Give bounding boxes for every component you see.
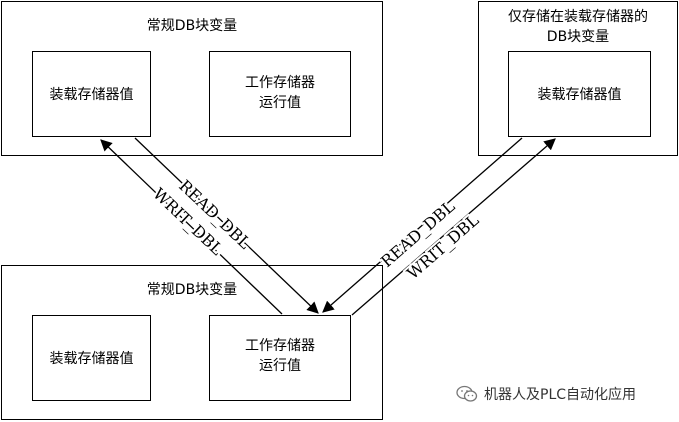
bottom-load-memory-box: 装载存储器值 — [32, 315, 151, 401]
watermark: 机器人及PLC自动化应用 — [456, 383, 636, 405]
bottom-work-memory-box: 工作存储器 运行值 — [209, 315, 351, 401]
watermark-text: 机器人及PLC自动化应用 — [484, 387, 637, 403]
right-writ-label: WRIT_DBL — [403, 210, 483, 283]
bottom-block-title: 常规DB块变量 — [146, 282, 238, 298]
left-read-label: READ_DBL — [175, 176, 255, 253]
top-left-load-memory-box: 装载存储器值 — [32, 51, 151, 137]
top-left-block-title: 常规DB块变量 — [146, 18, 238, 34]
top-right-load-memory-label: 装载存储器值 — [537, 87, 622, 103]
top-right-block-title: 仅存储在装载存储器的 DB块变量 — [508, 9, 648, 45]
top-right-load-memory-box: 装载存储器值 — [508, 51, 651, 137]
left-writ-label: WRIT_DBL — [149, 184, 227, 259]
top-left-load-memory-label: 装载存储器值 — [49, 87, 134, 103]
bottom-work-memory-label: 工作存储器 运行值 — [245, 338, 315, 374]
wechat-icon — [456, 385, 478, 402]
bottom-load-memory-label: 装载存储器值 — [49, 351, 134, 367]
top-left-work-memory-box: 工作存储器 运行值 — [209, 51, 351, 137]
top-left-work-memory-label: 工作存储器 运行值 — [245, 75, 315, 111]
right-read-label: READ_DBL — [377, 197, 459, 271]
